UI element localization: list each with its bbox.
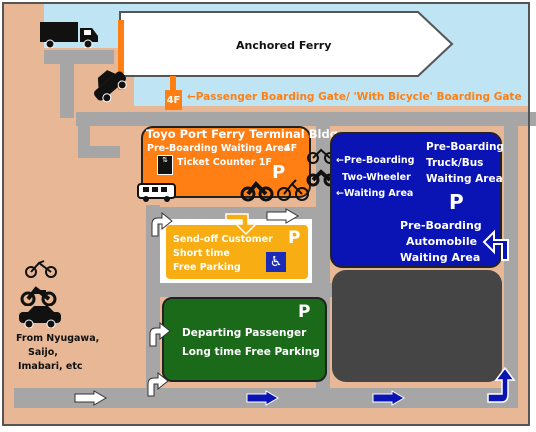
- road-right: [504, 112, 518, 402]
- terminal-parking-symbol: P: [272, 162, 286, 183]
- arrow-icon: [372, 390, 405, 406]
- auto-line2: Automobile: [406, 235, 478, 248]
- origin-line3: Imabari, etc: [18, 361, 83, 372]
- turn-arrow-icon: [482, 229, 509, 261]
- gate-bridge: [118, 20, 124, 90]
- motorcycle-icon: [20, 286, 57, 306]
- send-off-line2: Short time: [173, 248, 230, 259]
- send-off-parking-symbol: P: [288, 228, 301, 248]
- road-u-bottom: [78, 146, 120, 158]
- origin-line2: Saijo,: [28, 347, 58, 358]
- road-ramp: [60, 58, 74, 118]
- up-right-arrow-icon: [151, 212, 173, 237]
- gate-floor-badge: 4F: [165, 90, 182, 110]
- truck-line3: Waiting Area: [426, 173, 503, 185]
- truck-bus-lot: [330, 132, 502, 268]
- send-off-line3: Free Parking: [173, 262, 241, 273]
- car-icon: [19, 306, 61, 328]
- departing-lot: [162, 297, 327, 382]
- gate-label: ←Passenger Boarding Gate/ 'With Bicycle'…: [187, 91, 522, 103]
- terminal-ticket: Ticket Counter 1F: [177, 157, 272, 168]
- road-inner-left: [146, 205, 160, 395]
- departing-line1: Departing Passenger: [182, 327, 307, 339]
- wheelchair-icon: ♿: [266, 252, 286, 272]
- truck-icon: [40, 22, 98, 48]
- terminal-waiting-floor: 4F: [284, 143, 298, 154]
- arrow-icon: [74, 390, 107, 406]
- origin-line1: From Nyugawa,: [16, 333, 100, 344]
- truck-parking-symbol: P: [449, 190, 464, 214]
- road-inner-mid: [146, 283, 336, 297]
- send-off-line1: Send-off Customer: [173, 234, 273, 245]
- motorcycle-bicycle-icons: [240, 179, 309, 202]
- departing-line2: Long time Free Parking: [182, 346, 320, 358]
- truck-line2: Truck/Bus: [426, 157, 484, 169]
- arrow-icon: [266, 208, 299, 224]
- two-wheeler-line1: ←Pre-Boarding: [336, 155, 415, 166]
- car-ramp-icon: [93, 70, 127, 103]
- arrow-icon: [246, 390, 279, 406]
- up-right-arrow-icon: [149, 322, 171, 347]
- bicycle-icon: [25, 260, 57, 278]
- two-wheeler-line2: Two-Wheeler: [342, 172, 411, 183]
- lot-entry-arrow-icon: [225, 213, 258, 236]
- truck-line1: Pre-Boarding: [426, 141, 504, 153]
- gate-connector: [170, 76, 176, 96]
- map-frame: [2, 2, 530, 426]
- elevator-icon: ⇅: [157, 155, 173, 175]
- road-top: [76, 112, 536, 126]
- terminal-waiting: Pre-Boarding Waiting Area: [147, 143, 291, 154]
- terminal-title: Toyo Port Ferry Terminal Bldg: [146, 127, 338, 141]
- auto-line1: Pre-Boarding: [400, 219, 482, 232]
- land-strip-left: [4, 4, 44, 106]
- automobile-waiting-lot: [332, 270, 502, 382]
- up-turn-arrow-icon: [487, 366, 516, 403]
- departing-parking-symbol: P: [298, 302, 311, 322]
- bus-icon: [137, 183, 176, 202]
- up-right-arrow-icon: [147, 372, 169, 397]
- ferry-label: Anchored Ferry: [236, 39, 332, 52]
- two-wheeler-line3: ←Waiting Area: [336, 188, 414, 199]
- auto-line3: Waiting Area: [400, 251, 481, 264]
